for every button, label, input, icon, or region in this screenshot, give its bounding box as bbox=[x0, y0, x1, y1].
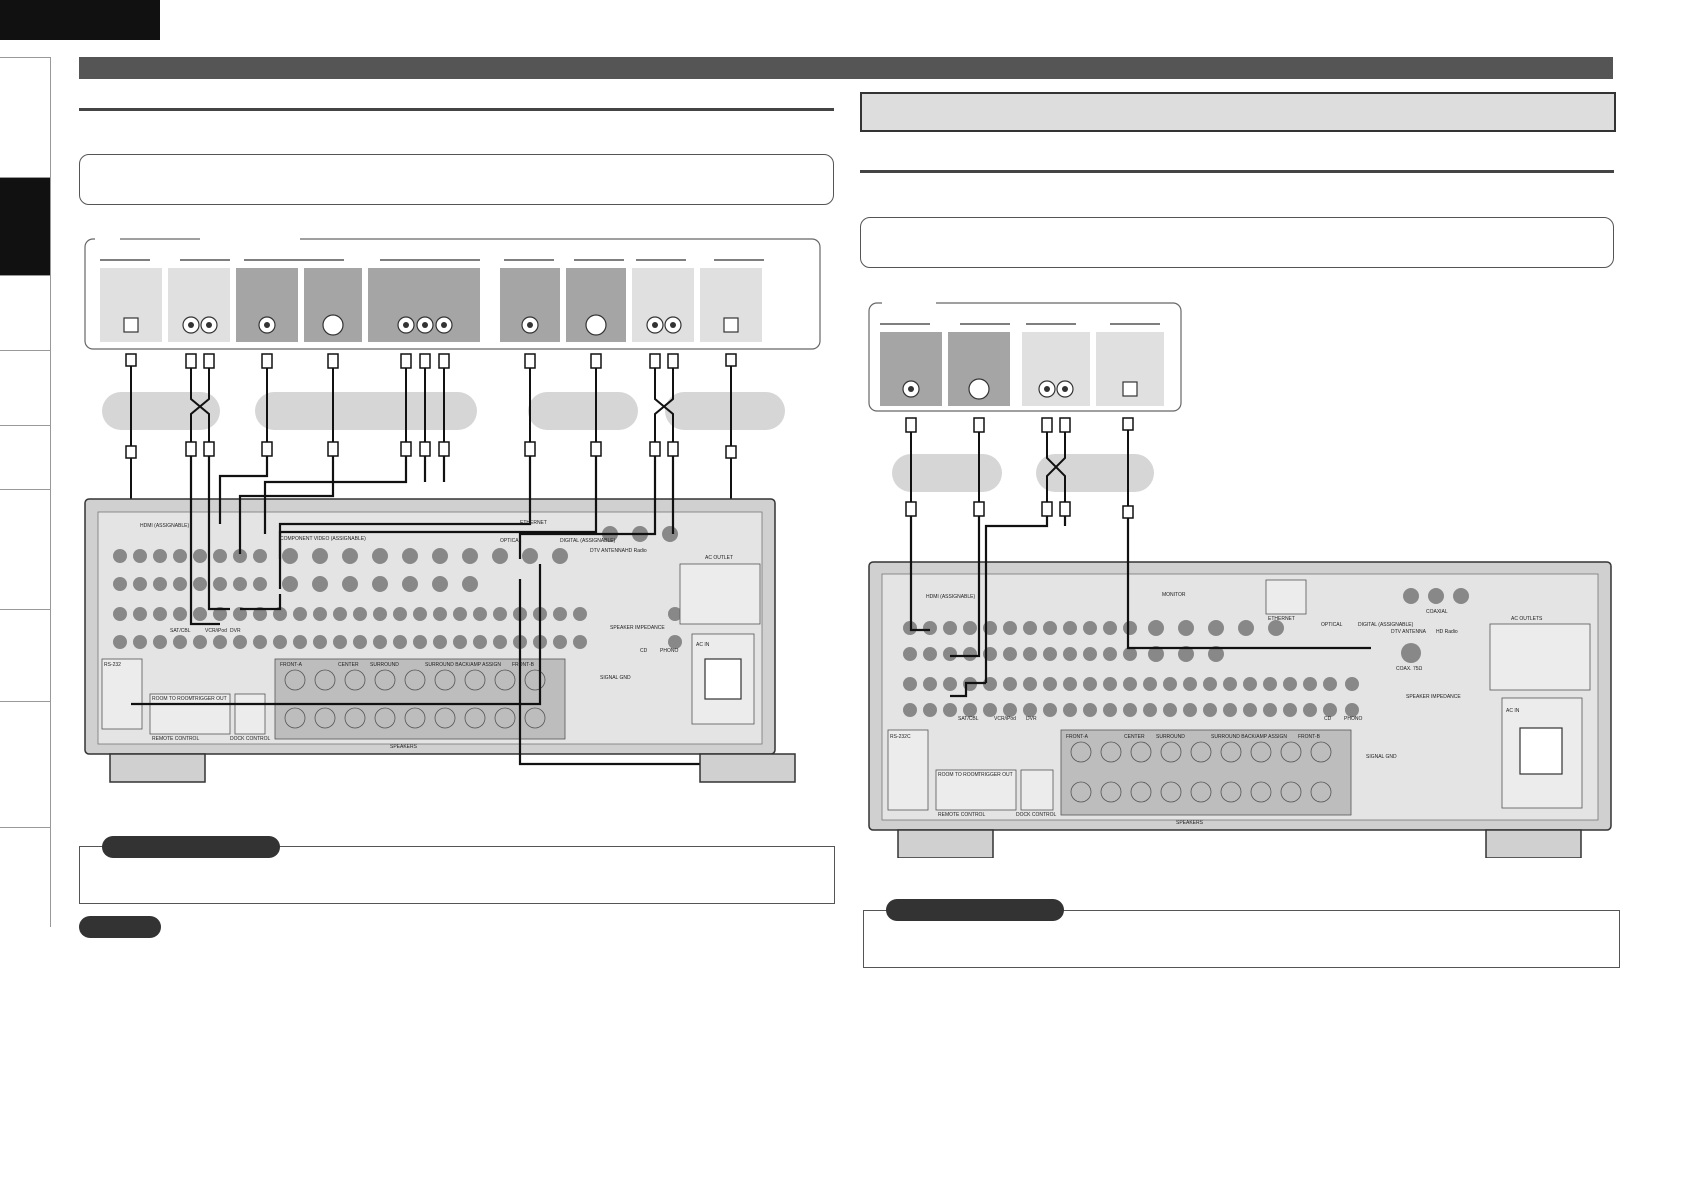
label-rs232: RS-232 bbox=[104, 662, 121, 668]
label-ac-in: AC IN bbox=[1506, 708, 1520, 714]
label-hd-radio: HD Radio bbox=[625, 548, 647, 554]
label-monitor: MONITOR bbox=[1162, 592, 1186, 598]
label-dtv-antenna: DTV ANTENNA bbox=[590, 548, 626, 554]
label-trigger-out: TRIGGER OUT bbox=[978, 772, 1013, 778]
label-front-b: FRONT-B bbox=[1298, 734, 1321, 740]
label-surround-back: SURROUND BACK/AMP ASSIGN bbox=[1211, 734, 1287, 740]
label-center: CENTER bbox=[338, 662, 359, 668]
right-note-tab bbox=[886, 899, 1064, 921]
label-phono: PHONO bbox=[1344, 716, 1362, 722]
sidebar-tab-9[interactable] bbox=[0, 827, 50, 928]
label-surround-back: SURROUND BACK/AMP ASSIGN bbox=[425, 662, 501, 668]
receiver-jacks bbox=[903, 588, 1469, 717]
label-component-video: COMPONENT VIDEO (ASSIGNABLE) bbox=[280, 536, 366, 542]
label-phono: PHONO bbox=[660, 648, 678, 654]
label-front-a: FRONT-A bbox=[280, 662, 303, 668]
page-header-block bbox=[0, 0, 160, 40]
label-optical: OPTICAL bbox=[1321, 622, 1343, 628]
label-signal-gnd: SIGNAL GND bbox=[600, 675, 631, 681]
cable-type-labels bbox=[892, 454, 1154, 492]
label-digital: DIGITAL (ASSIGNABLE) bbox=[560, 538, 616, 544]
label-hdmi: HDMI (ASSIGNABLE) bbox=[140, 523, 190, 529]
sidebar-tab-8[interactable] bbox=[0, 701, 50, 828]
label-hdmi: HDMI (ASSIGNABLE) bbox=[926, 594, 976, 600]
sidebar-tab-2-active[interactable] bbox=[0, 177, 50, 276]
label-center: CENTER bbox=[1124, 734, 1145, 740]
label-ac-outlet: AC OUTLET bbox=[705, 555, 733, 561]
label-surround: SURROUND bbox=[1156, 734, 1185, 740]
cable-routing bbox=[131, 456, 731, 766]
label-speakers: SPEAKERS bbox=[1176, 820, 1204, 826]
right-connection-diagram: HDMI (ASSIGNABLE) MONITOR ETHERNET OPTIC… bbox=[866, 298, 1618, 858]
sidebar-tab-1[interactable] bbox=[0, 57, 50, 178]
device-terminals bbox=[100, 259, 764, 342]
right-heading-box bbox=[860, 92, 1616, 132]
sidebar-tab-4[interactable] bbox=[0, 350, 50, 426]
left-intro-box bbox=[79, 154, 834, 205]
label-remote-control: REMOTE CONTROL bbox=[938, 812, 985, 818]
section-title-bar bbox=[79, 57, 1613, 79]
label-dock-control: DOCK CONTROL bbox=[1016, 812, 1057, 818]
label-rs232: RS-232C bbox=[890, 734, 911, 740]
receiver-foot-left bbox=[109, 753, 206, 783]
left-heading-rule bbox=[79, 108, 834, 111]
device-terminals bbox=[880, 323, 1164, 406]
label-speaker-impedance: SPEAKER IMPEDANCE bbox=[610, 625, 665, 631]
label-speaker-impedance: SPEAKER IMPEDANCE bbox=[1406, 694, 1461, 700]
ethernet-port bbox=[1265, 579, 1307, 615]
label-ac-outlets: AC OUTLETS bbox=[1511, 616, 1543, 622]
cable-routing bbox=[909, 516, 1371, 698]
cable-plugs bbox=[125, 353, 737, 459]
sidebar-nav bbox=[0, 57, 51, 927]
receiver-jacks bbox=[113, 526, 682, 649]
label-front-a: FRONT-A bbox=[1066, 734, 1089, 740]
label-room-to-room: ROOM TO ROOM bbox=[152, 696, 193, 702]
receiver-foot-right bbox=[1485, 829, 1582, 858]
label-dock-control: DOCK CONTROL bbox=[230, 736, 271, 742]
label-front-b: FRONT-B bbox=[512, 662, 535, 668]
label-signal-gnd: SIGNAL GND bbox=[1366, 754, 1397, 760]
left-note-tab bbox=[102, 836, 280, 858]
label-ac-in: AC IN bbox=[696, 642, 710, 648]
label-optical: OPTICAL bbox=[500, 538, 522, 544]
ac-outlets-block bbox=[1489, 623, 1591, 691]
label-dvr: DVR bbox=[1026, 716, 1037, 722]
label-ethernet: ETHERNET bbox=[1268, 616, 1295, 622]
right-intro-box bbox=[860, 217, 1614, 268]
label-surround: SURROUND bbox=[370, 662, 399, 668]
ac-outlet-block bbox=[679, 563, 761, 625]
label-trigger-out: TRIGGER OUT bbox=[192, 696, 227, 702]
label-sat-cbl: SAT/CBL bbox=[958, 716, 979, 722]
cable-type-labels bbox=[102, 392, 785, 430]
connection-cables bbox=[910, 418, 1129, 513]
sidebar-tab-3[interactable] bbox=[0, 275, 50, 351]
receiver-foot-left bbox=[897, 829, 994, 858]
left-connection-diagram: HDMI (ASSIGNABLE) SAT/CBL VCR/iPod DVR C… bbox=[80, 234, 840, 814]
label-vcr: VCR/iPod bbox=[205, 628, 227, 634]
left-note-label bbox=[79, 916, 161, 938]
label-coaxial: COAXIAL bbox=[1426, 609, 1448, 615]
label-dvr: DVR bbox=[230, 628, 241, 634]
right-heading-rule bbox=[860, 170, 1614, 173]
label-dtv-antenna: DTV ANTENNA bbox=[1391, 629, 1427, 635]
label-cd: CD bbox=[640, 648, 648, 654]
sidebar-tab-5[interactable] bbox=[0, 425, 50, 490]
speaker-terminals bbox=[1060, 729, 1352, 816]
label-hd-radio: HD Radio bbox=[1436, 629, 1458, 635]
speaker-terminals bbox=[274, 658, 566, 740]
label-room-to-room: ROOM TO ROOM bbox=[938, 772, 979, 778]
label-cd: CD bbox=[1324, 716, 1332, 722]
label-digital: DIGITAL (ASSIGNABLE) bbox=[1358, 622, 1414, 628]
label-coax-75: COAX. 75Ω bbox=[1396, 666, 1423, 672]
sidebar-tab-7[interactable] bbox=[0, 609, 50, 702]
label-ethernet: ETHERNET bbox=[520, 520, 547, 526]
label-remote-control: REMOTE CONTROL bbox=[152, 736, 199, 742]
label-speakers: SPEAKERS bbox=[390, 744, 418, 750]
label-sat-cbl: SAT/CBL bbox=[170, 628, 191, 634]
receiver-foot-right bbox=[699, 753, 796, 783]
label-vcr: VCR/iPod bbox=[994, 716, 1016, 722]
sidebar-tab-6[interactable] bbox=[0, 489, 50, 610]
